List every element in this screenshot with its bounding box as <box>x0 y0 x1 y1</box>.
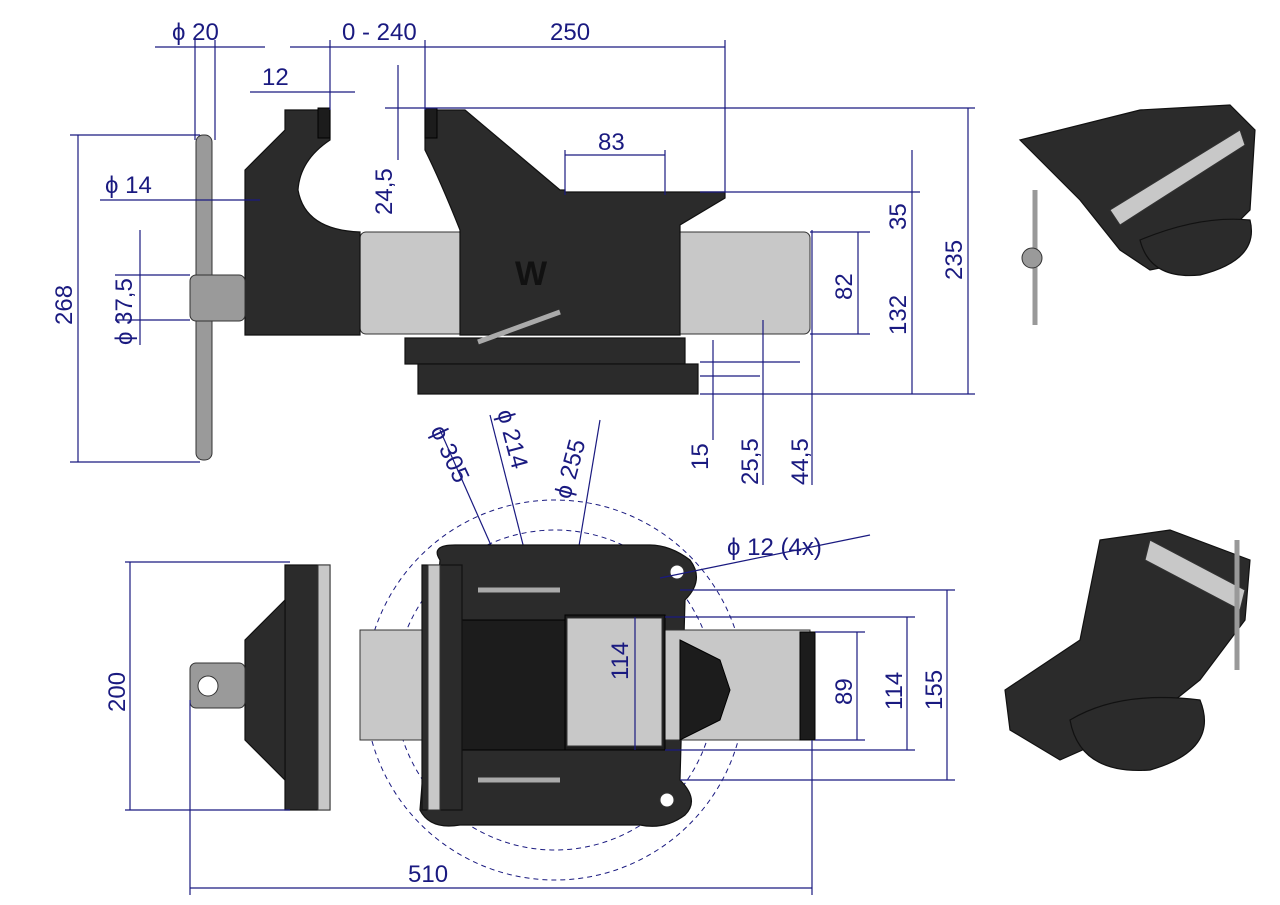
dim-length-250: 250 <box>550 19 590 46</box>
dim-jaw-opening: 0 - 240 <box>342 19 417 46</box>
dim-width-114: 114 <box>881 672 908 710</box>
dim-phi-14: ϕ 14 <box>105 172 152 199</box>
swivel-plate <box>404 337 686 365</box>
front-jaw-top <box>459 619 566 751</box>
dim-width-200: 200 <box>104 672 131 712</box>
isometric-view-top <box>1018 104 1256 325</box>
spindle-hub <box>189 274 246 322</box>
top-view-vise <box>189 499 816 881</box>
dim-width-155: 155 <box>921 670 948 710</box>
dim-anvil-83: 83 <box>598 129 625 156</box>
front-jaw-insert <box>424 107 438 139</box>
dim-height-35: 35 <box>885 203 912 230</box>
dim-jaw-24-5: 24,5 <box>371 168 398 215</box>
side-view-vise: W <box>189 107 811 461</box>
dim-height-82: 82 <box>831 273 858 300</box>
dim-width-114-inner: 114 <box>607 642 634 680</box>
dim-holes-phi-12: ϕ 12 (4x) <box>727 534 822 561</box>
dim-width-89: 89 <box>831 678 858 705</box>
anvil-horn <box>679 639 731 741</box>
rear-jaw <box>244 109 361 336</box>
dim-height-235: 235 <box>941 240 968 280</box>
dim-height-268: 268 <box>51 285 78 325</box>
dim-phi-20: ϕ 20 <box>172 19 219 46</box>
top-view-dimensions: ϕ 12 (4x) 114 89 114 155 200 510 <box>104 534 955 895</box>
mount-hole <box>669 564 685 580</box>
mount-hole <box>659 792 675 808</box>
swivel-lock-handle <box>477 309 561 345</box>
logo-mark: W <box>515 255 548 293</box>
dim-base-15: 15 <box>687 443 714 470</box>
spindle-hole <box>197 675 219 697</box>
anvil-top <box>566 617 663 747</box>
dim-base-44-5: 44,5 <box>787 438 814 485</box>
rear-jaw-back <box>244 598 286 782</box>
base-plate <box>417 363 699 395</box>
dim-height-132: 132 <box>885 295 912 335</box>
isometric-view-bottom <box>1004 529 1251 772</box>
dim-base-25-5: 25,5 <box>737 438 764 485</box>
dim-length-510: 510 <box>408 861 448 888</box>
dim-phi-37-5: ϕ 37,5 <box>111 278 138 345</box>
dim-jaw-12: 12 <box>262 64 289 91</box>
rear-jaw-insert <box>317 107 331 139</box>
slide-end <box>799 631 816 741</box>
